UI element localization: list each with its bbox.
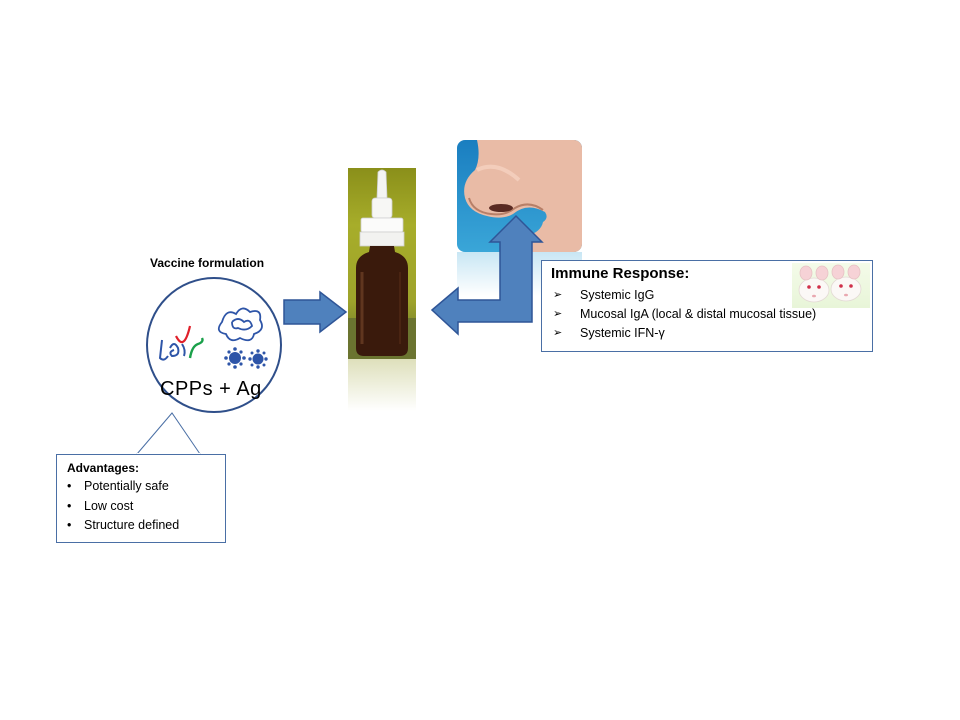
- bullet-icon: •: [67, 479, 72, 493]
- immune-response-text: Systemic IgG: [580, 288, 655, 302]
- antigen-coil: [217, 307, 263, 342]
- arrow-bullet-icon: ➢: [553, 308, 563, 320]
- immune-response-text: Mucosal IgA (local & distal mucosal tiss…: [580, 307, 817, 321]
- immune-response-item: ➢ Systemic IgG: [551, 286, 872, 305]
- immune-response-item: ➢ Systemic IFN-γ: [551, 324, 872, 343]
- advantage-text: Potentially safe: [84, 479, 169, 493]
- immune-response-text: Systemic IFN-γ: [580, 326, 665, 340]
- mice-image: [792, 263, 870, 308]
- arrow-elbow-icon: [430, 214, 544, 336]
- bullet-icon: •: [67, 518, 72, 532]
- nasal-spray-bottle-image: [348, 168, 416, 359]
- immune-response-title: Immune Response:: [551, 265, 690, 282]
- formulation-circle: [146, 277, 282, 413]
- cpp-squiggle-blue-1: [158, 339, 169, 361]
- advantages-title: Advantages:: [67, 461, 140, 475]
- mouse-left-icon: [798, 265, 830, 303]
- advantages-box: Advantages: • Potentially safe • Low cos…: [56, 454, 226, 543]
- cpp-squiggle-blue-3: [181, 343, 186, 357]
- callout-pointer-line: [136, 412, 201, 455]
- advantage-item: • Low cost: [67, 497, 225, 517]
- antigen-particle-2: [248, 349, 268, 369]
- bullet-icon: •: [67, 498, 72, 513]
- immune-response-item: ➢ Mucosal IgA (local & distal mucosal ti…: [551, 305, 872, 324]
- advantage-item: • Potentially safe: [67, 477, 225, 497]
- arrow-right-icon: [283, 290, 348, 334]
- advantage-item: • Structure defined: [67, 516, 225, 536]
- cpp-squiggle-green: [188, 337, 204, 359]
- cpps-ag-label: CPPs + Ag: [160, 378, 262, 400]
- mice-icon: [798, 264, 862, 303]
- arrow-bullet-icon: ➢: [553, 327, 563, 339]
- nose-icon: [464, 140, 582, 252]
- cpp-squiggle-red: [175, 325, 192, 344]
- bottle-reflection: [348, 359, 416, 411]
- spray-bottle-icon: [348, 169, 416, 359]
- mouse-right-icon: [830, 264, 862, 302]
- cpp-squiggle-blue-2: [169, 343, 180, 358]
- advantage-text: Low cost: [84, 498, 134, 513]
- antigen-particle-1: [224, 347, 246, 369]
- vaccine-formulation-title: Vaccine formulation: [150, 256, 265, 270]
- arrow-bullet-icon: ➢: [553, 289, 563, 301]
- advantage-text: Structure defined: [84, 518, 180, 532]
